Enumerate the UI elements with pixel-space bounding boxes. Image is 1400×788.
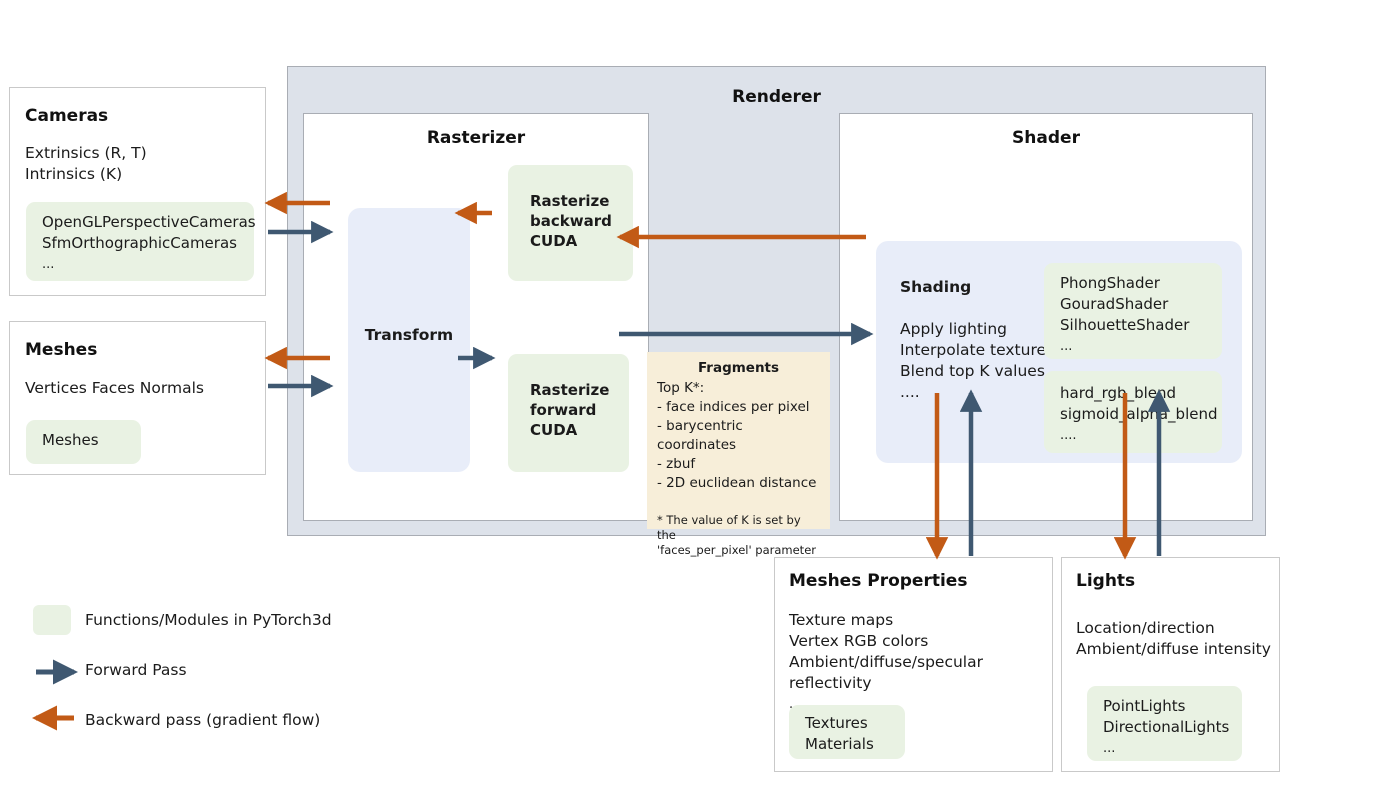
- shading-line-4: ....: [900, 383, 920, 401]
- cameras-module-ellipsis: ...: [42, 257, 55, 272]
- mesh-properties-title: Meshes Properties: [789, 571, 968, 591]
- cameras-card: Cameras Extrinsics (R, T) Intrinsics (K)…: [9, 87, 266, 296]
- lights-attributes: Location/direction Ambient/diffuse inten…: [1076, 618, 1271, 660]
- mesh-properties-module[interactable]: Textures Materials: [789, 705, 905, 759]
- rasterize-backward-line-1: Rasterize: [530, 192, 610, 210]
- cameras-attributes: Extrinsics (R, T) Intrinsics (K): [25, 143, 147, 185]
- fragments-footnote: * The value of K is set by the 'faces_pe…: [657, 513, 820, 558]
- shading-line-3: Blend top K values: [900, 362, 1045, 380]
- shading-title: Shading: [900, 278, 972, 296]
- lights-title: Lights: [1076, 571, 1136, 591]
- legend: Functions/Modules in PyTorch3d Forward P…: [33, 600, 453, 750]
- cameras-module[interactable]: OpenGLPerspectiveCameras SfmOrthographic…: [26, 202, 256, 281]
- mesh-properties-line-3: Ambient/diffuse/specular reflectivity: [789, 653, 983, 692]
- blend-functions-module[interactable]: hard_rgb_blend sigmoid_alpha_blend ....: [1044, 371, 1222, 453]
- legend-item-backward: Backward pass (gradient flow): [33, 700, 453, 750]
- meshes-title: Meshes: [25, 340, 98, 360]
- fragments-line-1: Top K*:: [657, 380, 705, 396]
- shader-classes-module[interactable]: PhongShader GouradShader SilhouetteShade…: [1044, 263, 1222, 359]
- shader-class-1: PhongShader: [1060, 274, 1160, 292]
- mesh-properties-module-line-1: Textures: [805, 714, 868, 732]
- fragments-line-3: - barycentric coordinates: [657, 418, 743, 453]
- fragments-line-5: - 2D euclidean distance: [657, 475, 817, 491]
- cameras-line-2: Intrinsics (K): [25, 165, 123, 183]
- meshes-module-line-1: Meshes: [42, 431, 99, 449]
- transform-block[interactable]: Transform: [348, 208, 470, 472]
- blend-fn-2: sigmoid_alpha_blend: [1060, 405, 1218, 423]
- meshes-attributes: Vertices Faces Normals: [25, 378, 204, 399]
- meshes-module[interactable]: Meshes: [26, 420, 141, 464]
- rasterize-forward-line-2: forward: [530, 401, 597, 419]
- lights-line-1: Location/direction: [1076, 619, 1215, 637]
- legend-item-forward: Forward Pass: [33, 650, 453, 700]
- mesh-properties-line-2: Vertex RGB colors: [789, 632, 929, 650]
- lights-module-line-2: DirectionalLights: [1103, 718, 1230, 736]
- cameras-module-line-1: OpenGLPerspectiveCameras: [42, 213, 256, 231]
- mesh-properties-card: Meshes Properties Texture maps Vertex RG…: [774, 557, 1053, 772]
- renderer-title: Renderer: [732, 87, 821, 107]
- shading-block[interactable]: Shading Apply lighting Interpolate textu…: [876, 241, 1242, 463]
- fragments-line-4: - zbuf: [657, 456, 696, 472]
- transform-label: Transform: [364, 326, 454, 344]
- mesh-properties-attributes: Texture maps Vertex RGB colors Ambient/d…: [789, 610, 1052, 715]
- shading-description: Apply lighting Interpolate textures Blen…: [900, 319, 1054, 403]
- legend-item-modules: Functions/Modules in PyTorch3d: [33, 600, 453, 650]
- fragments-footnote-line-1: * The value of K is set by the: [657, 513, 801, 542]
- mesh-properties-module-line-2: Materials: [805, 735, 874, 753]
- fragments-box: Fragments Top K*: - face indices per pix…: [647, 352, 830, 557]
- legend-label-forward: Forward Pass: [85, 661, 187, 679]
- fragments-footnote-line-2: 'faces_per_pixel' parameter: [657, 543, 816, 557]
- lights-module-line-1: PointLights: [1103, 697, 1186, 715]
- rasterize-backward-cuda-module[interactable]: Rasterize backward CUDA: [508, 165, 633, 281]
- blend-fn-1: hard_rgb_blend: [1060, 384, 1177, 402]
- blend-fn-ellipsis: ....: [1060, 428, 1077, 443]
- cameras-module-line-2: SfmOrthographicCameras: [42, 234, 237, 252]
- rasterize-forward-cuda-module[interactable]: Rasterize forward CUDA: [508, 354, 629, 472]
- fragments-title: Fragments: [697, 360, 780, 376]
- cameras-title: Cameras: [25, 106, 109, 126]
- rasterizer-title: Rasterizer: [426, 128, 526, 148]
- shading-line-2: Interpolate textures: [900, 341, 1055, 359]
- legend-label-modules: Functions/Modules in PyTorch3d: [85, 611, 332, 629]
- green-swatch-icon: [33, 605, 71, 635]
- shader-title: Shader: [1012, 128, 1080, 148]
- fragments-line-2: - face indices per pixel: [657, 399, 810, 415]
- rasterize-backward-line-3: CUDA: [530, 232, 578, 250]
- rasterizer-panel: Rasterizer Transform Rasterize backward …: [303, 113, 649, 521]
- rasterize-backward-line-2: backward: [530, 212, 612, 230]
- rasterize-forward-line-3: CUDA: [530, 421, 578, 439]
- shading-line-1: Apply lighting: [900, 320, 1008, 338]
- lights-card: Lights Location/direction Ambient/diffus…: [1061, 557, 1280, 772]
- lights-module-ellipsis: ...: [1103, 741, 1116, 756]
- shader-class-ellipsis: ...: [1060, 339, 1073, 354]
- lights-module[interactable]: PointLights DirectionalLights ...: [1087, 686, 1242, 761]
- cameras-line-1: Extrinsics (R, T): [25, 144, 147, 162]
- legend-label-backward: Backward pass (gradient flow): [85, 711, 321, 729]
- shader-class-2: GouradShader: [1060, 295, 1169, 313]
- meshes-line-1: Vertices Faces Normals: [25, 379, 204, 397]
- mesh-properties-line-1: Texture maps: [789, 611, 894, 629]
- lights-line-2: Ambient/diffuse intensity: [1076, 640, 1271, 658]
- shader-class-3: SilhouetteShader: [1060, 316, 1190, 334]
- shader-panel: Shader Shading Apply lighting Interpolat…: [839, 113, 1253, 521]
- meshes-card: Meshes Vertices Faces Normals Meshes: [9, 321, 266, 475]
- rasterize-forward-line-1: Rasterize: [530, 381, 610, 399]
- renderer-container: Renderer Rasterizer Transform Rasterize …: [287, 66, 1266, 536]
